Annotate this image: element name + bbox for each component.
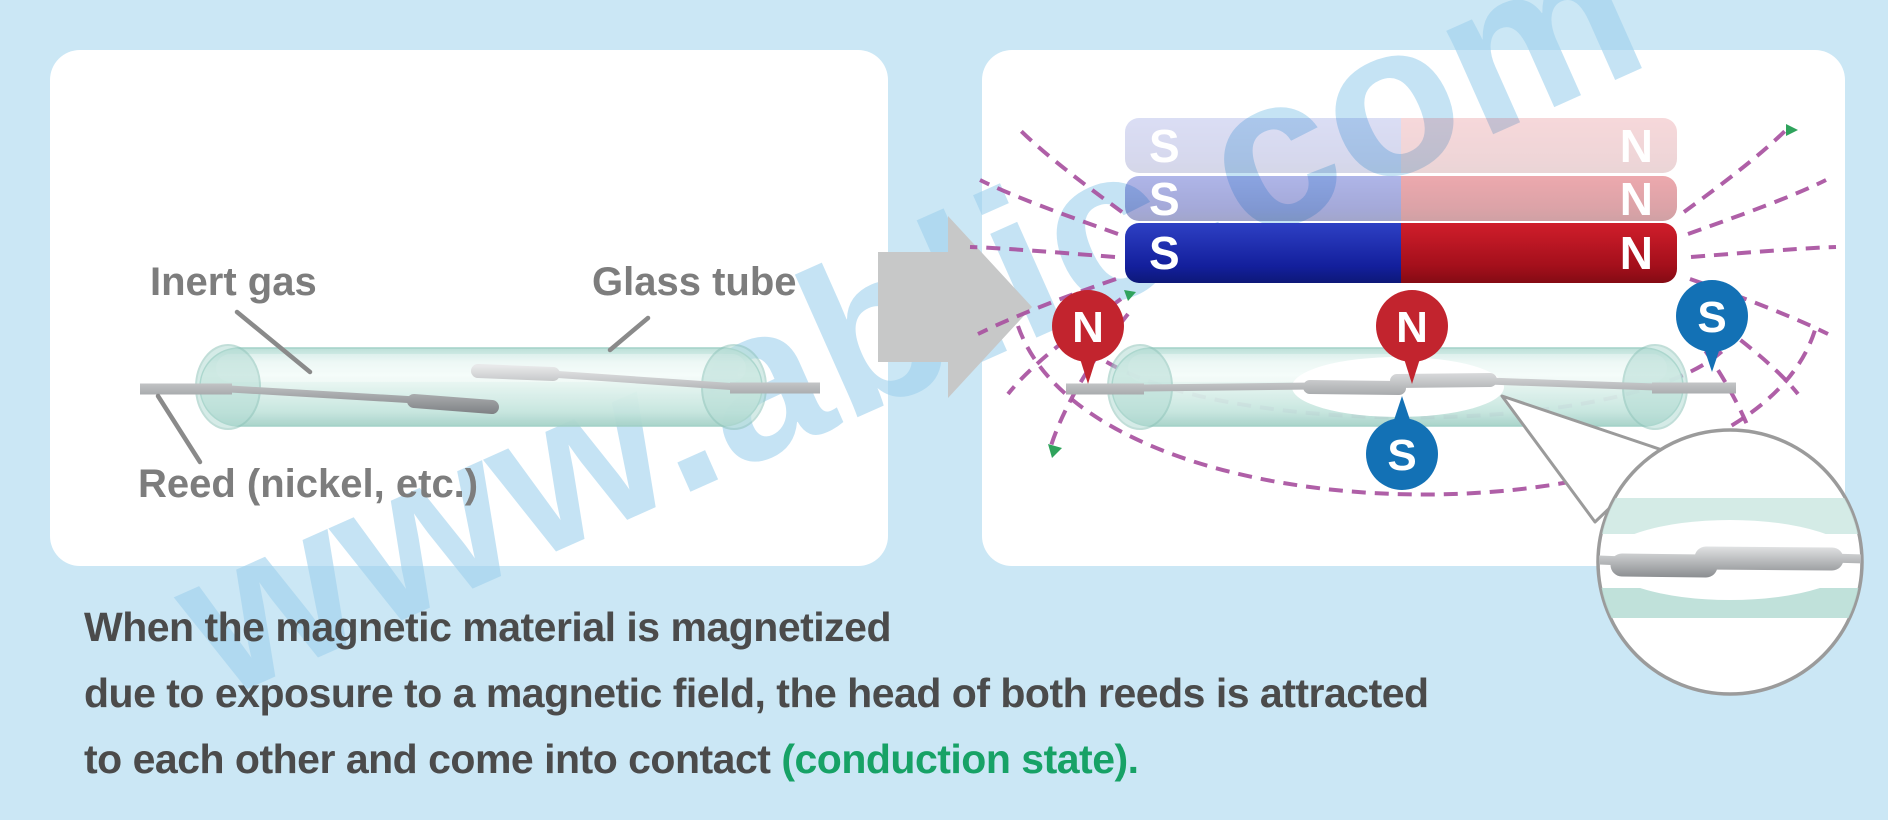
left-reed-rod — [1141, 382, 1313, 392]
magnet-north-half: N — [1401, 223, 1677, 283]
pole-pin-n-center: N — [1376, 290, 1448, 384]
bar-magnet-ghost-top: S N — [1125, 118, 1677, 173]
contact-zoom-callout — [1500, 394, 1864, 696]
left-reed-paddle — [1303, 380, 1406, 395]
inert-gas-label: Inert gas — [150, 260, 317, 304]
magnet-south-half: S — [1125, 118, 1401, 173]
left-reed-rod — [229, 385, 417, 404]
caption: When the magnetic material is magnetized… — [84, 594, 1429, 792]
pin-label: S — [1387, 431, 1416, 480]
magnet-north-half: N — [1401, 176, 1677, 221]
caption-line-3: to each other and come into contact (con… — [84, 726, 1429, 792]
bar-magnet: S N — [1125, 223, 1677, 283]
pin-label: N — [1396, 303, 1428, 352]
transition-arrow-icon — [878, 216, 1032, 398]
reed-switch-open — [140, 309, 820, 465]
left-panel-open-state — [50, 50, 888, 566]
right-reed-rod — [550, 370, 739, 391]
left-reed-paddle — [407, 394, 499, 414]
reed-label: Reed (nickel, etc.) — [138, 462, 479, 506]
pin-label: S — [1697, 293, 1726, 342]
pole-pin-s-center: S — [1366, 396, 1438, 490]
magnet-south-label: S — [1149, 119, 1180, 172]
caption-line-1: When the magnetic material is magnetized — [84, 604, 892, 650]
magnet-north-label: N — [1619, 176, 1653, 221]
caption-line-3-text: to each other and come into contact — [84, 736, 782, 782]
right-reed-rod — [1487, 377, 1655, 391]
glass-tube-leader-line — [607, 315, 651, 353]
magnet-south-label: S — [1149, 176, 1180, 221]
magnet-south-half: S — [1125, 223, 1401, 283]
pin-label: N — [1072, 303, 1104, 352]
magnet-south-label: S — [1149, 227, 1180, 279]
caption-line-2: due to exposure to a magnetic field, the… — [84, 670, 1429, 716]
right-reed-paddle — [471, 364, 560, 381]
field-direction-arrow-icon — [1124, 290, 1136, 301]
field-direction-arrow-icon — [1048, 444, 1062, 458]
conduction-state-highlight: (conduction state). — [781, 736, 1139, 782]
callout-zoomed-contact — [1599, 498, 1861, 618]
magnet-north-label: N — [1619, 119, 1653, 172]
inert-gas-leader-line — [234, 309, 313, 375]
magnet-north-half: N — [1401, 118, 1677, 173]
glass-tube-label: Glass tube — [592, 260, 797, 304]
pole-pin-n-left: N — [1052, 290, 1124, 384]
field-direction-arrow-icon — [1786, 124, 1798, 136]
pole-pin-s-right: S — [1676, 280, 1748, 372]
magnet-south-half: S — [1125, 176, 1401, 221]
reed-leader-line — [155, 393, 203, 465]
bar-magnet-ghost-middle: S N — [1125, 176, 1677, 221]
magnet-north-label: N — [1619, 227, 1653, 279]
